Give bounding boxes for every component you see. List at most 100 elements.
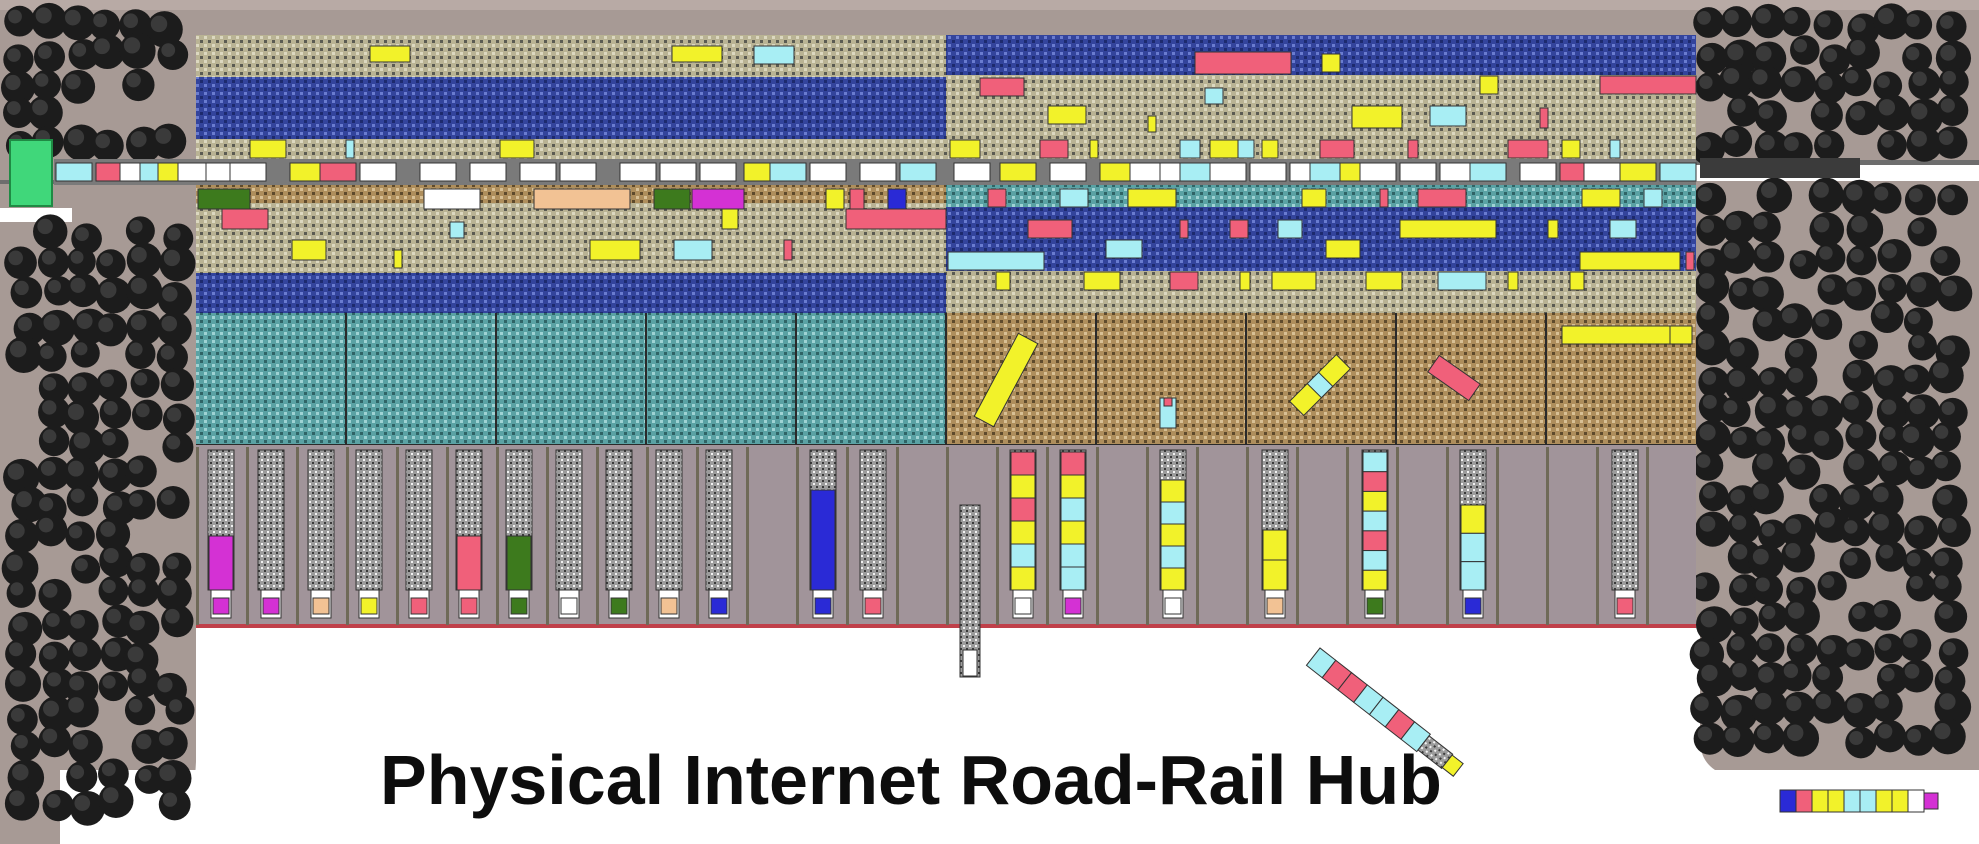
container-icon [979,77,1025,97]
tree-icon [160,579,177,596]
truck-icon [1064,597,1082,615]
tree-icon [1909,575,1923,590]
tree-icon [134,372,148,386]
container-icon [1160,523,1186,547]
tree-icon [158,730,174,746]
tree-icon [1844,395,1859,410]
container-icon [987,188,1007,208]
tree-icon [45,613,60,627]
tree-icon [1813,487,1828,503]
tree-icon [106,608,122,624]
tree-icon [1909,398,1926,415]
tree-icon [1732,544,1748,560]
tree-icon [1756,430,1772,446]
container-icon [859,162,897,182]
tree-icon [1701,664,1718,682]
tree-icon [1852,605,1866,620]
container-icon [1160,545,1186,569]
tree-icon [1912,71,1927,86]
container-icon [1060,451,1086,476]
tree-icon [102,675,116,689]
tree-icon [102,431,116,446]
tree-icon [130,556,146,573]
dock-dividers [196,447,1649,625]
dock-divider [1196,447,1199,625]
truck-icon [262,597,280,615]
tree-icon [107,495,123,511]
tree-icon [64,9,81,26]
tree-area [1,2,1973,826]
container-icon [1460,504,1486,534]
container-icon [1460,532,1486,563]
tree-icon [1881,455,1898,471]
container-icon [1599,75,1697,95]
tree-icon [1939,15,1954,29]
container-icon [1643,188,1663,208]
truck-icon [355,449,383,591]
tree-icon [100,281,117,299]
tree-icon [74,558,88,572]
tree-icon [72,641,88,657]
tree-icon [1844,520,1858,534]
tree-icon [123,13,139,29]
container-icon [1507,271,1519,291]
truck-icon [660,597,678,615]
tree-icon [1725,699,1742,716]
tree-icon [129,342,143,357]
tree-icon [160,345,175,360]
tree-icon [1728,370,1746,387]
tree-icon [32,99,48,116]
dock-divider [1446,447,1449,625]
dock-divider [246,447,249,625]
tree-icon [1879,544,1894,559]
tree-icon [1724,129,1739,144]
tree-icon [1851,216,1868,233]
tree-icon [95,133,111,149]
container-icon [1547,219,1559,239]
tree-icon [1791,425,1807,440]
tree-icon [131,668,147,684]
tree-icon [14,734,28,749]
tree-icon [1700,304,1716,320]
tree-icon [1784,70,1801,88]
tree-icon [1878,99,1896,116]
container-icon [1194,51,1292,75]
tree-icon [1844,69,1859,84]
tree-icon [102,787,119,804]
container-icon [1669,325,1693,345]
container-icon [769,162,807,182]
tree-icon [1758,666,1775,683]
tree-icon [1940,44,1957,61]
tree-icon [1877,369,1894,386]
tree-icon [130,131,147,148]
container-icon [393,249,403,269]
tree-icon [1696,454,1711,468]
tree-icon [1732,281,1747,297]
vehicles [959,504,1939,813]
dock-divider [696,447,699,625]
tree-icon [1817,14,1831,28]
tree-icon [1934,454,1949,469]
container-icon [1060,520,1086,545]
tree-icon [37,45,52,60]
tree-icon [42,400,57,415]
tree-icon [1874,186,1889,201]
tree-icon [1940,98,1955,113]
tree-icon [161,43,176,58]
dock-divider [796,447,799,625]
tree-icon [43,314,60,331]
tree-icon [40,460,56,476]
tree-icon [1781,307,1798,324]
truck-icon [257,449,285,591]
dock-divider [996,447,999,625]
container-icon [1010,566,1036,591]
tree-icon [1881,243,1897,259]
tree-icon [1787,602,1805,619]
tree-icon [130,314,147,331]
tree-icon [8,9,22,24]
tree-icon [70,765,85,780]
truck-icon [655,449,683,591]
container-icon [1609,139,1621,159]
container-icon [1325,239,1361,259]
tree-icon [69,675,85,691]
